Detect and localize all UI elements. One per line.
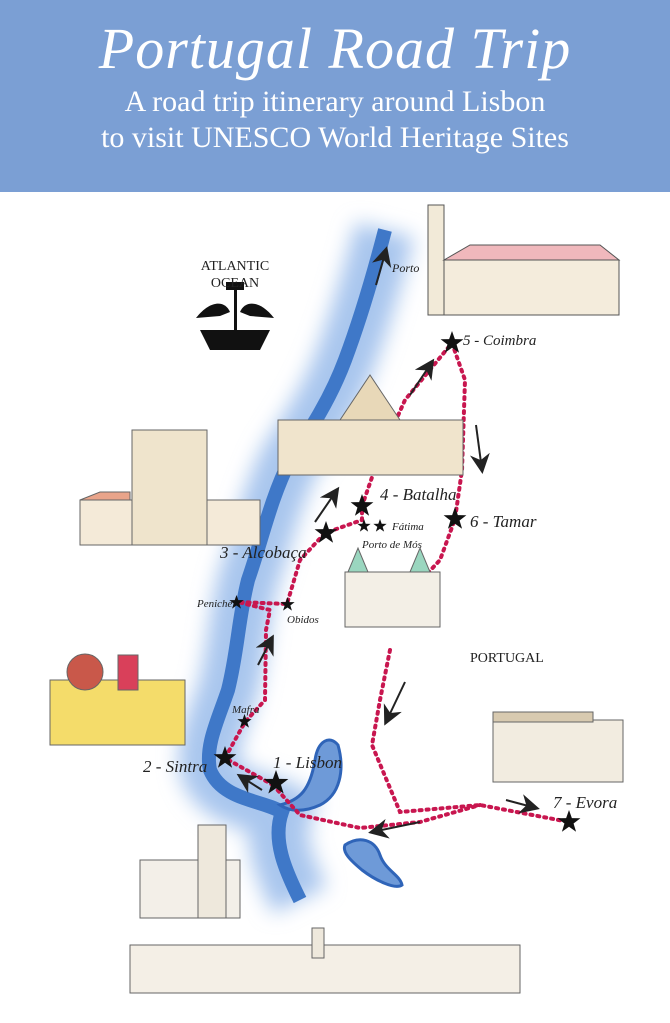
batalha-monastery-sketch — [277, 374, 464, 476]
label-obidos: Obidos — [287, 614, 319, 626]
coimbra-university-sketch — [427, 204, 621, 316]
label-tomar: 6 - Tamar — [470, 512, 537, 531]
label-alcobaca: 3 - Alcobaça — [219, 543, 307, 562]
star-coimbra — [440, 331, 464, 353]
coastline-water — [178, 222, 415, 914]
subtitle-line-1: A road trip itinerary around Lisbon — [124, 85, 546, 118]
country-label: PORTUGAL — [470, 651, 544, 666]
label-mafra: Mafra — [231, 704, 260, 716]
ocean-label-2: OCEAN — [211, 276, 259, 291]
evora-temple-sketch — [492, 711, 624, 783]
direction-arrows — [236, 246, 540, 839]
label-fatima: Fátima — [391, 521, 424, 533]
label-sintra: 2 - Sintra — [143, 757, 207, 776]
label-coimbra: 5 - Coimbra — [463, 333, 536, 349]
subtitle-line-2: to visit UNESCO World Heritage Sites — [101, 121, 569, 154]
label-evora: 7 - Evora — [553, 793, 617, 812]
jeronimos-monastery-sketch — [129, 927, 521, 994]
star-obidos — [280, 597, 295, 611]
route-line — [222, 338, 571, 831]
porto-label: Porto — [391, 261, 419, 275]
title-banner: Portugal Road Trip A road trip itinerary… — [0, 0, 670, 192]
label-peniche: Peniche — [196, 598, 233, 610]
star-porto-de-mos — [357, 519, 371, 532]
ship-icon — [196, 282, 274, 350]
star-tomar — [443, 507, 467, 529]
ocean-label: ATLANTIC — [201, 259, 269, 274]
alcobaca-monastery-sketch — [79, 429, 261, 546]
belem-tower-sketch — [139, 824, 241, 919]
label-lisbon: 1 - Lisbon — [273, 753, 342, 772]
label-batalha: 4 - Batalha — [380, 485, 457, 504]
page-title: Portugal Road Trip — [98, 16, 572, 81]
star-fatima — [373, 519, 387, 532]
porto-de-mos-castle-sketch — [344, 546, 441, 628]
star-evora — [557, 810, 581, 832]
label-porto-de-mos: Porto de Mós — [361, 539, 422, 551]
sintra-palace-sketch — [49, 653, 186, 746]
road-trip-map: ATLANTIC OCEAN PORTUGAL Porto 1 - Lisbon… — [49, 204, 624, 994]
